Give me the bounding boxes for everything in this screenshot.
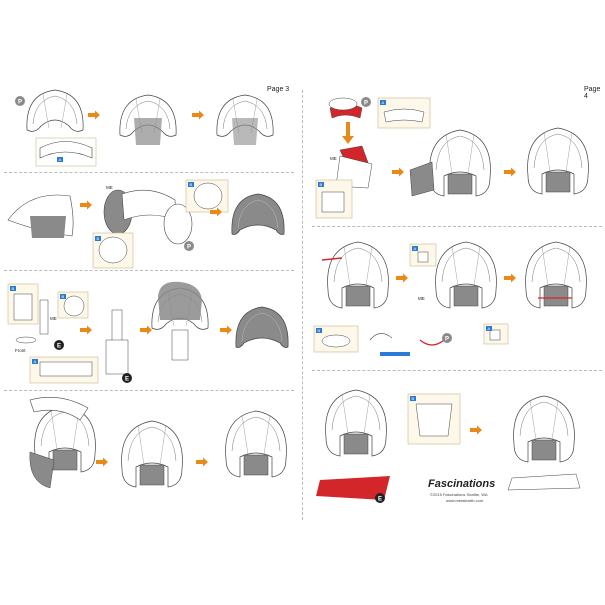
step-divider (4, 270, 294, 271)
page-label-right: Page 4 (584, 86, 601, 100)
svg-text:B: B (97, 236, 100, 241)
step-divider (312, 226, 602, 227)
svg-text:P: P (187, 245, 191, 251)
svg-text:A: A (414, 246, 417, 251)
svg-text:E: E (378, 497, 382, 503)
svg-text:E: E (57, 344, 61, 350)
step-row-7: E B (316, 389, 581, 503)
step-row-6: A ME A B P (313, 241, 587, 356)
svg-text:B: B (320, 182, 323, 187)
svg-text:ME: ME (50, 316, 57, 321)
svg-text:ME: ME (418, 296, 425, 301)
step-divider (4, 172, 294, 173)
step-row-4 (29, 397, 287, 489)
step-row-1: P A (15, 89, 274, 167)
svg-text:P: P (445, 337, 449, 343)
svg-text:B: B (412, 396, 415, 401)
step-divider (312, 370, 602, 371)
svg-text:ME: ME (330, 156, 337, 161)
step-row-2: ME B B P (7, 179, 285, 269)
svg-text:Front: Front (15, 348, 26, 353)
svg-text:E: E (125, 377, 129, 383)
page-label-left: Page 3 (267, 86, 290, 93)
part-tag-p-label: P (18, 100, 22, 106)
svg-text:A: A (488, 326, 491, 331)
step-divider (4, 390, 294, 391)
page-divider (302, 90, 303, 520)
brand-logo: Fascinations (428, 478, 496, 490)
svg-text:A: A (382, 100, 385, 105)
brand-website: www.metalearth.com (446, 498, 484, 503)
svg-text:B: B (318, 328, 321, 333)
step-row-5: P A ME B (315, 97, 589, 219)
svg-text:A: A (59, 157, 62, 162)
svg-text:P: P (364, 101, 368, 107)
svg-text:A: A (34, 359, 37, 364)
part-tag-p (15, 96, 25, 106)
brand-copyright: ©2015 Fascinations Seattle, WA (430, 492, 488, 497)
svg-text:B: B (62, 294, 65, 299)
step-row-3: B B ME Front E A E (7, 281, 289, 384)
svg-text:B: B (190, 182, 193, 187)
svg-text:B: B (12, 286, 15, 291)
svg-text:ME: ME (106, 185, 113, 190)
